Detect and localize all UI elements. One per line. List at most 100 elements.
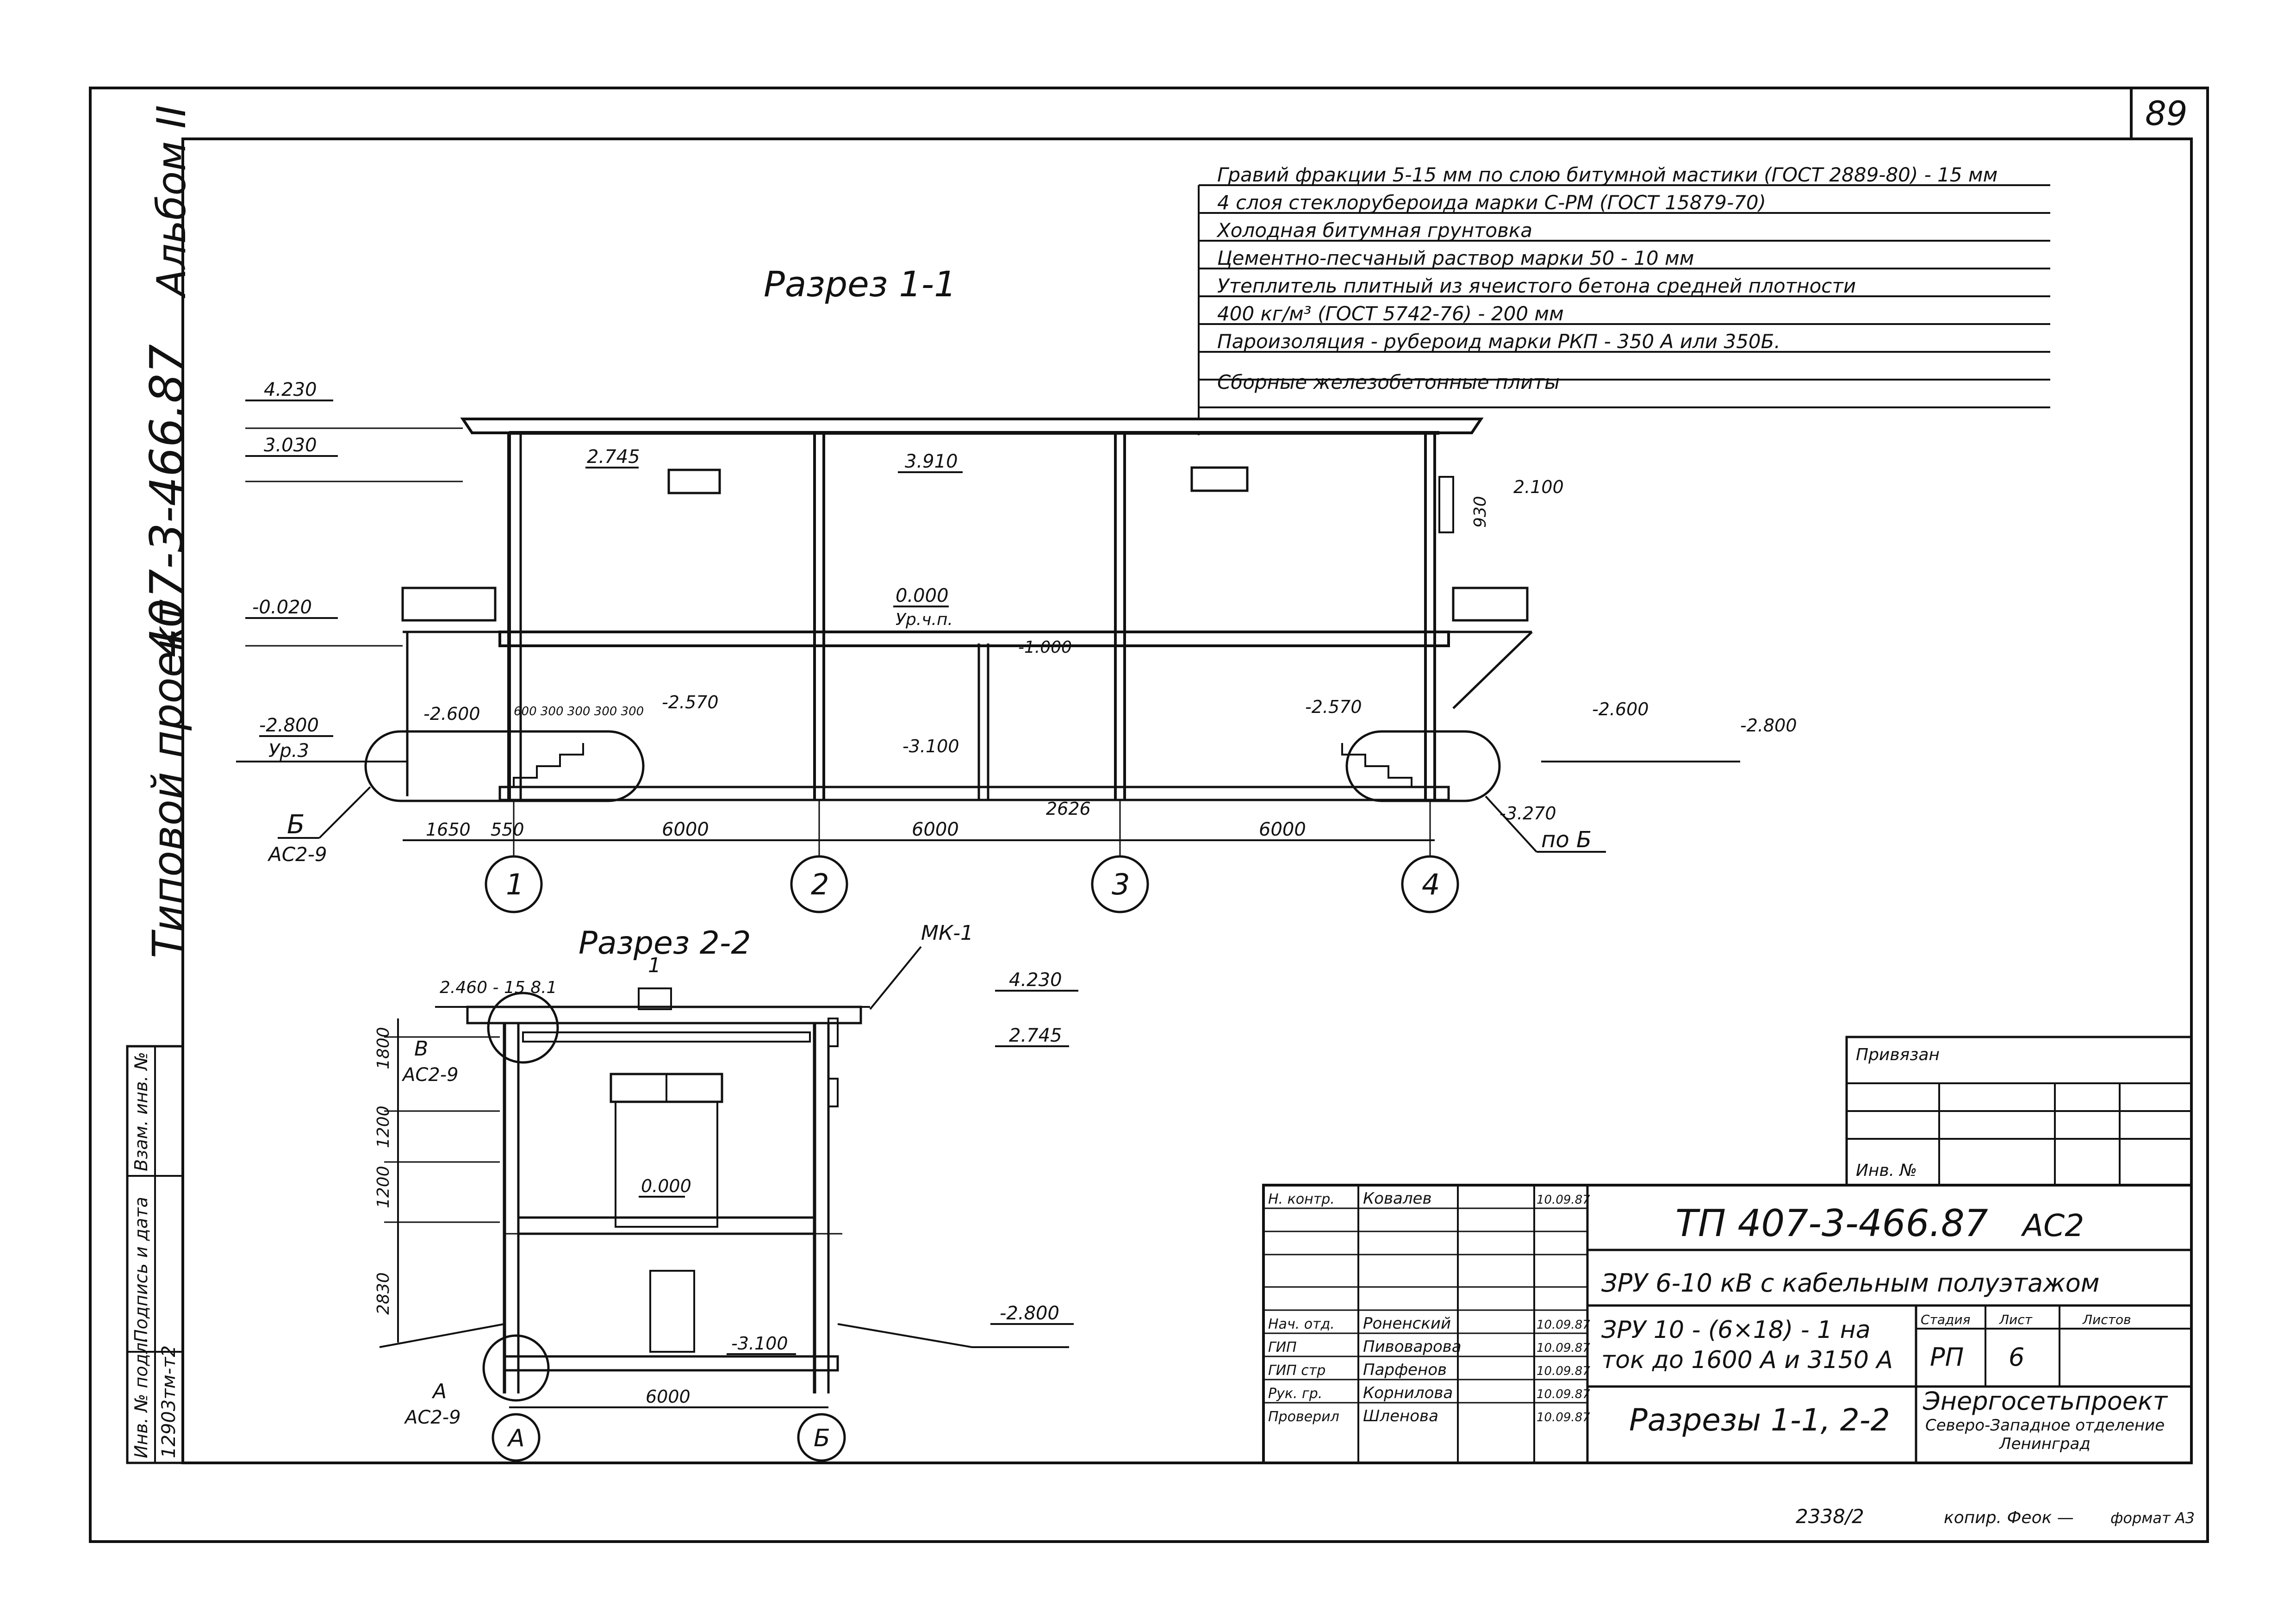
org-name: Энергосетьпроект <box>1923 1387 2168 1416</box>
sheets-label: Листов <box>2082 1312 2131 1327</box>
binding-inv-label: Инв. № <box>1856 1161 1917 1180</box>
sig-role-2: Нач. отд. <box>1268 1316 1335 1332</box>
callout-a-letter: А <box>431 1380 447 1403</box>
binding-title: Привязан <box>1856 1045 1940 1064</box>
sheet-frame <box>89 87 2209 1543</box>
roof-layer-5: Утеплитель плитный из ячеистого бетона с… <box>1217 275 1856 297</box>
roof-layer-6: 400 кг/м³ (ГОСТ 5742-76) - 200 мм <box>1217 302 1564 325</box>
level-2100: 2.100 <box>1513 477 1564 497</box>
level-0000: 0.000 <box>896 585 949 606</box>
title-block: Н. контр. Ковалев 10.09.87 Нач. отд. Рон… <box>1262 1184 2193 1464</box>
sig-date-5: 10.09.87 <box>1537 1387 1590 1401</box>
mark-1: 1 <box>648 954 661 977</box>
stage-value: РП <box>1930 1343 1964 1372</box>
roof-layer-7: Пароизоляция - рубероид марки РКП - 350 … <box>1217 330 1780 353</box>
org-city: Ленинград <box>1998 1435 2091 1453</box>
level-minus-3270: -3.270 <box>1500 803 1556 824</box>
document-code: ТП 407-3-466.87 <box>1675 1202 1988 1245</box>
sheet-value: 6 <box>2009 1343 2024 1372</box>
callout-v-letter: В <box>414 1037 428 1061</box>
axis-bubble-4: 4 <box>1401 801 1459 913</box>
section-2-title: Разрез 2-2 <box>579 925 751 962</box>
subtitle-line-1: ЗРУ 10 - (6×18) - 1 на <box>1601 1316 1871 1344</box>
sig-name-2: Роненский <box>1363 1314 1451 1333</box>
object-name: ЗРУ 6-10 кВ с кабельным полуэтажом <box>1601 1268 2100 1298</box>
height-1800: 1800 <box>374 1027 393 1069</box>
level-ur3: Ур.3 <box>268 740 309 762</box>
sheet-label: Лист <box>1999 1312 2033 1327</box>
level-minus-2800-left: -2.800 <box>259 715 319 736</box>
level-minus-2800-right: -2.800 <box>1740 715 1797 736</box>
subtitle-line-2: ток до 1600 А и 3150 А <box>1601 1346 1893 1374</box>
roof-layer-8: Сборные железобетонные плиты <box>1217 371 1560 394</box>
dim-2626: 2626 <box>1046 799 1091 819</box>
height-1200-a: 1200 <box>374 1106 393 1148</box>
sig-role-3: ГИП <box>1268 1339 1297 1355</box>
sig-name-3: Пивоварова <box>1363 1337 1462 1356</box>
sheet-title: Разрезы 1-1, 2-2 <box>1629 1402 1890 1438</box>
axis-bubble-1: 1 <box>485 801 543 913</box>
callout-b-ref: АС2-9 <box>267 843 327 866</box>
s2-level-minus-2800: -2.800 <box>1000 1303 1059 1324</box>
stamp-label-sign: Подпись и дата <box>131 1197 151 1343</box>
level-3030: 3.030 <box>264 435 317 456</box>
typical-project-label: Типовой проект <box>143 600 193 958</box>
left-margin: Альбом II 407-3-466.87 Типовой проект Ин… <box>126 105 195 1464</box>
level-minus-2600-right: -2.600 <box>1592 699 1649 719</box>
sig-date-1: 10.09.87 <box>1537 1193 1590 1207</box>
sig-role-4: ГИП стр <box>1268 1362 1325 1379</box>
level-minus-2570-left: -2.570 <box>662 692 719 712</box>
sig-date-6: 10.09.87 <box>1537 1411 1590 1424</box>
sig-date-4: 10.09.87 <box>1537 1364 1590 1378</box>
sig-name-5: Корнилова <box>1363 1384 1453 1402</box>
dim-1650: 1650 <box>426 819 471 840</box>
svg-text:3: 3 <box>1112 868 1130 901</box>
bottom-note-number: 2338/2 <box>1796 1505 1864 1528</box>
org-branch: Северо-Западное отделение <box>1925 1416 2165 1435</box>
svg-text:А: А <box>507 1424 525 1452</box>
svg-text:Б: Б <box>814 1424 830 1452</box>
axis-bubble-a: А <box>492 1413 541 1462</box>
slab-note: 2.460 - 15 8.1 <box>440 978 557 997</box>
sig-role-6: Проверил <box>1268 1409 1339 1425</box>
callout-v-ref: АС2-9 <box>401 1064 459 1086</box>
sig-role-1: Н. контр. <box>1268 1191 1335 1207</box>
axis-bubble-3: 3 <box>1091 801 1149 913</box>
stamp-label-replace: Взам. инв. № <box>131 1052 151 1171</box>
sig-date-2: 10.09.87 <box>1537 1318 1590 1332</box>
section-2-2: Разрез 2-2 1 МК-1 2.460 - 15 8.1 <box>374 921 1078 1462</box>
sheet-code: АС2 <box>2021 1208 2084 1243</box>
project-code-vertical: 407-3-466.87 <box>140 344 194 657</box>
s2-level-minus-3100: -3.100 <box>731 1333 788 1354</box>
mark-mk1: МК-1 <box>921 921 973 945</box>
level-minus-3100: -3.100 <box>902 736 959 756</box>
level-4230: 4.230 <box>264 379 317 400</box>
format-label: формат А3 <box>2110 1509 2195 1527</box>
s2-level-4230: 4.230 <box>1009 969 1062 991</box>
sig-name-6: Шленова <box>1363 1407 1438 1425</box>
level-ur-ch-p: Ур.ч.п. <box>896 610 953 629</box>
s2-level-2745: 2.745 <box>1009 1025 1062 1046</box>
level-minus-1000: -1.000 <box>1018 638 1072 657</box>
roof-layers-legend: Гравий фракции 5-15 мм по слою битумной … <box>1198 163 2050 435</box>
callout-b-letter: Б <box>287 810 305 840</box>
sig-role-5: Рук. гр. <box>1268 1386 1322 1402</box>
album-label: Альбом II <box>149 105 195 299</box>
copied-by: копир. Феок — <box>1944 1508 2074 1527</box>
callout-po-b: по Б <box>1541 827 1592 853</box>
level-minus-2570-right: -2.570 <box>1305 697 1362 717</box>
s2-span-6000: 6000 <box>646 1387 691 1407</box>
binding-block: Привязан Инв. № <box>1845 1036 2193 1187</box>
svg-text:1: 1 <box>506 868 524 901</box>
sig-name-1: Ковалев <box>1363 1189 1432 1208</box>
level-3910: 3.910 <box>905 451 958 472</box>
stamp-inventory-number: 12903тм-т2 <box>158 1345 180 1458</box>
level-minus-2600-left: -2.600 <box>423 704 480 724</box>
svg-text:2: 2 <box>811 868 829 901</box>
section-1-1: Разрез 1-1 <box>236 263 1797 913</box>
stair-dimensions: 600 300 300 300 300 <box>514 705 644 718</box>
svg-text:4: 4 <box>1422 868 1440 901</box>
roof-layer-3: Холодная битумная грунтовка <box>1216 219 1532 242</box>
height-2830: 2830 <box>374 1272 393 1315</box>
